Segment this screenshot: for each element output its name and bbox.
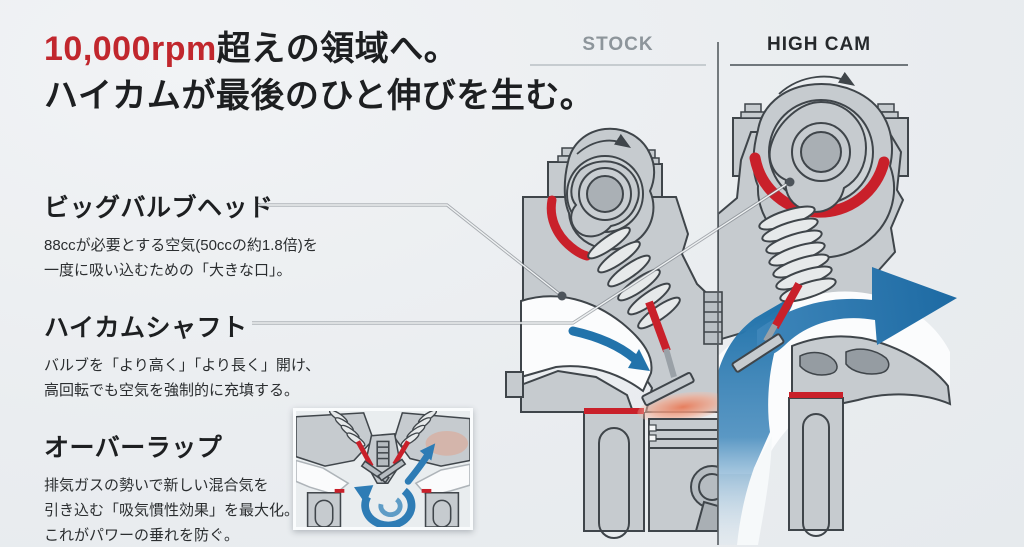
exhaust-port: [718, 291, 950, 474]
section-text-line: 高回転でも空気を強制的に充填する。: [44, 382, 300, 399]
overlap-valves: [355, 440, 411, 484]
cam-tower-mount: [625, 163, 663, 201]
highcam-engine: [718, 71, 957, 545]
section-text-line: 88ccが必要とする空気(50ccの約1.8倍)を: [44, 237, 318, 254]
intake-port: [520, 295, 653, 393]
connecting-rod: [694, 500, 718, 532]
wrist-pin: [690, 465, 718, 509]
cam-bore: [768, 99, 874, 205]
section-big-valve-head: ビッグバルブヘッド 88ccが必要とする空気(50ccの約1.8倍)を 一度に吸…: [44, 188, 464, 283]
cam-chain-red-band: [546, 195, 592, 261]
cam-tower-mount: [547, 161, 587, 201]
cylinder-wall-groove: [598, 427, 630, 539]
head-gasket: [789, 392, 843, 398]
rotation-arrow-icon: [778, 71, 856, 95]
stock-engine: [505, 127, 718, 539]
port-floor: [520, 369, 635, 413]
section-heading: オーバーラップ: [44, 434, 223, 462]
casting-flange: [505, 371, 524, 398]
highcam-red-arc: [749, 152, 890, 218]
cylinder-wall: [424, 492, 460, 527]
rotation-arrow-icon: [576, 133, 632, 155]
stock-panel-label: STOCK: [530, 34, 706, 66]
inset-exhaust-arrow: [404, 443, 436, 485]
intake-valve: [641, 300, 695, 407]
leader-dot: [785, 177, 795, 187]
title-line1-rest: 超えの領域へ。: [216, 30, 459, 68]
section-text-line: 排気ガスの勢いで新しい混合気を: [44, 477, 269, 494]
intake-arrow: [568, 326, 650, 371]
casting-cutout: [799, 351, 838, 376]
valve-spring: [583, 222, 685, 334]
stock-cam-lobe: [570, 160, 640, 238]
bolt-icon: [557, 147, 660, 165]
cam-tower-mount: [732, 117, 774, 177]
combustion-glow: [637, 391, 718, 423]
title-line-2: ハイカムが最後のひと伸びを生む。: [44, 77, 595, 115]
cam-bore: [566, 155, 644, 233]
cylinder-head: [718, 131, 905, 346]
piston: [648, 418, 718, 532]
cylinder-head: [522, 196, 718, 413]
highcam-panel-label: HIGH CAM: [730, 34, 908, 66]
section-text-line: バルブを「より高く」「より長く」開け、: [44, 357, 321, 374]
section-heading: ビッグバルブヘッド: [44, 194, 274, 222]
head-gasket: [584, 408, 644, 414]
section-heading: ハイカムシャフト: [44, 314, 248, 342]
valve-spring: [756, 200, 839, 308]
cylinder-wall: [306, 492, 342, 527]
bolt-icon: [740, 103, 899, 119]
swirl-arrow: [354, 485, 416, 527]
cylinder-wall: [788, 397, 844, 531]
cam-tower-mount: [863, 117, 909, 177]
overlap-inset-diagram: [296, 411, 470, 527]
section-text-line: これがパワーの垂れを防ぐ。: [44, 527, 240, 544]
title-line-1: 10,000rpm超えの領域へ。: [44, 26, 594, 73]
port-wall: [791, 335, 952, 414]
tensioner-block: [703, 291, 723, 345]
page-title: 10,000rpm超えの領域へ。 ハイカムが最後のひと伸びを生む。: [44, 26, 594, 120]
cylinder-wall: [583, 412, 645, 532]
exhaust-valve-open: [731, 282, 803, 373]
leader-dot: [557, 291, 567, 301]
title-rpm-highlight: 10,000rpm: [44, 30, 217, 68]
cam-tower: [563, 127, 656, 251]
section-high-camshaft: ハイカムシャフト バルブを「より高く」「より長く」開け、 高回転でも空気を強制的…: [44, 308, 464, 403]
head-mass: [296, 412, 375, 467]
cylinder-wall-groove: [802, 413, 830, 537]
overlap-inset-figure: [293, 408, 473, 530]
airflow-band: [718, 298, 793, 545]
cam-tower: [752, 83, 896, 259]
highcam-cam-lobe: [768, 100, 868, 213]
exhaust-arrow: [757, 267, 957, 356]
section-text-line: 引き込む「吸気慣性効果」を最大化。: [44, 502, 300, 519]
casting-cutout: [845, 348, 890, 375]
exhaust-heat-glow: [425, 430, 469, 456]
section-text-line: 一度に吸い込むための「大きな口」。: [44, 262, 292, 279]
section-overlap: オーバーラップ 排気ガスの勢いで新しい混合気を 引き込む「吸気慣性効果」を最大化…: [44, 428, 464, 547]
